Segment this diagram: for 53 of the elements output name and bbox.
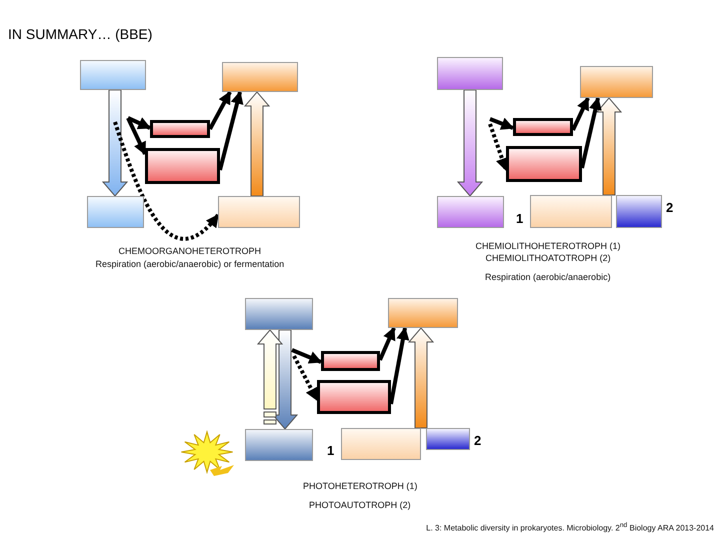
empty-box: [388, 298, 458, 328]
arrow: [389, 326, 410, 404]
caption-text: Respiration (aerobic/anaerobic): [485, 272, 611, 283]
arrow: [208, 90, 232, 130]
empty-box: [245, 429, 313, 461]
empty-box: [616, 195, 662, 228]
arrow: [218, 90, 244, 170]
empty-box: [426, 428, 470, 450]
slide-title: IN SUMMARY… (BBE): [8, 26, 152, 42]
empty-box: [321, 351, 380, 371]
empty-box: [580, 66, 653, 98]
empty-box: [87, 196, 144, 228]
arrow: [291, 348, 322, 364]
number-label: 1: [516, 212, 524, 226]
arrow: [580, 96, 602, 168]
number-label: 1: [327, 444, 334, 458]
arrow: [489, 117, 514, 130]
empty-box: [437, 57, 503, 90]
empty-box: [145, 148, 220, 184]
empty-box: [150, 120, 210, 138]
caption-text: CHEMIOLITHOATOTROPH (2): [486, 253, 611, 264]
number-label: 2: [666, 201, 674, 215]
caption-text: CHEMOORGANOHETEROTROPH: [118, 246, 262, 257]
dotted-arrow: [292, 355, 319, 402]
empty-box: [218, 196, 300, 228]
block-arrow: [456, 90, 484, 197]
caption-text: Respiration (aerobic/anaerobic) or fermentation: [96, 259, 284, 270]
empty-box: [506, 146, 582, 182]
arrow: [126, 117, 147, 156]
empty-box: [317, 380, 391, 414]
caption-text: CHEMIOLITHOHETEROTROPH (1): [476, 241, 621, 252]
number-label: 2: [474, 434, 482, 448]
empty-box: [530, 195, 612, 228]
block-arrow: [256, 329, 284, 410]
empty-box: [80, 60, 146, 90]
dotted-arrow: [488, 123, 508, 172]
block-arrow: [244, 91, 270, 196]
empty-box: [245, 298, 313, 330]
dotted-arrow: [113, 121, 220, 241]
arrow: [571, 96, 590, 131]
caption-text: PHOTOHETEROTROPH (1): [303, 481, 418, 492]
block-arrow: [272, 330, 298, 430]
block-arrow: [408, 327, 434, 428]
empty-box: [437, 196, 504, 228]
arrow: [127, 116, 152, 130]
empty-box: [513, 118, 573, 136]
arrow: [378, 326, 396, 361]
block-arrow: [596, 97, 622, 196]
footer-note: L. 3: Metabolic diversity in prokaryotes. Microbiology. 2$^{nd}$ Biology ARA 2013-2014: [426, 521, 714, 534]
empty-box: [222, 62, 298, 92]
caption-text: PHOTOAUTOTROPH (2): [309, 500, 411, 511]
block-arrow: [102, 90, 128, 197]
empty-box: [341, 428, 421, 460]
